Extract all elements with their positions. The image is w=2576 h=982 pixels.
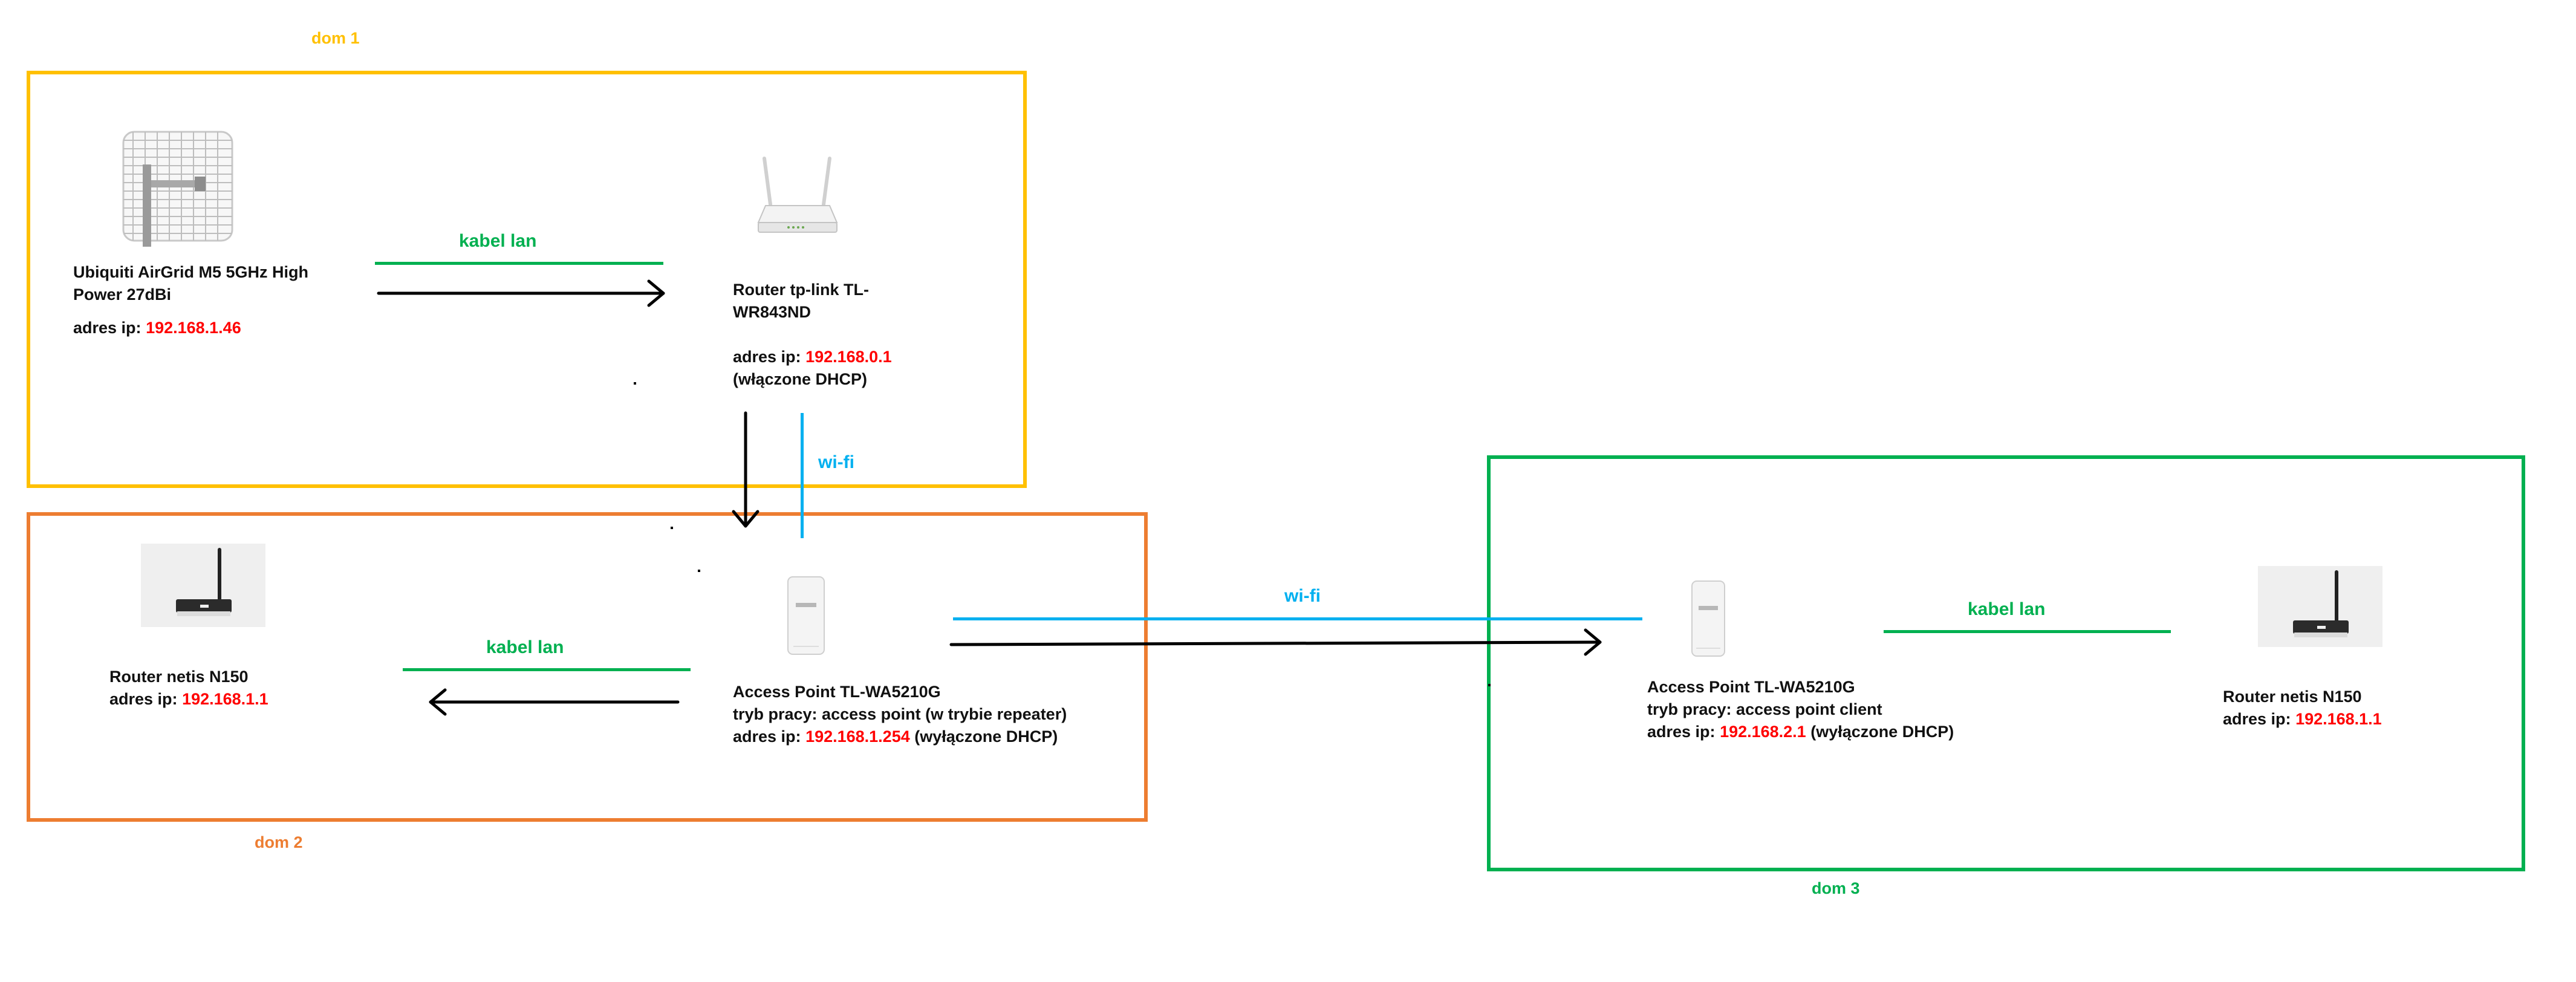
lan-cable-label-1: kabel lan — [459, 231, 537, 251]
router-icon — [141, 544, 265, 627]
access-point-icon — [787, 576, 825, 655]
netis-dom2-info: Router netis N150 adres ip: 192.168.1.1 — [109, 666, 268, 710]
arrow-router-to-ap2 — [732, 411, 759, 528]
ip-label: adres ip: — [1647, 723, 1716, 741]
device-name: Ubiquiti AirGrid M5 5GHz High — [73, 263, 308, 281]
ip-address: 192.168.1.1 — [182, 690, 268, 708]
ip-label: adres ip: — [109, 690, 178, 708]
lan-cable-line-2 — [403, 668, 691, 671]
lan-cable-label-3: kabel lan — [1968, 599, 2046, 619]
mode: tryb pracy: access point (w trybie repea… — [733, 705, 1067, 723]
ip-address: 192.168.1.1 — [2295, 710, 2382, 728]
device-name: Power 27dBi — [73, 285, 172, 304]
dhcp-status: (włączone DHCP) — [733, 370, 868, 388]
ip-row: adres ip: 192.168.1.1 — [2223, 708, 2382, 730]
device-name: WR843ND — [733, 303, 812, 321]
house-1-label: dom 1 — [311, 29, 360, 47]
ip-address: 192.168.0.1 — [805, 348, 892, 366]
stray-dot — [634, 382, 636, 385]
lan-cable-line-3 — [1884, 630, 2171, 633]
lan-cable-line-1 — [375, 262, 663, 265]
ip-label: adres ip: — [733, 727, 801, 746]
wifi-label-1: wi-fi — [818, 452, 854, 472]
dhcp-status: (wyłączone DHCP) — [914, 727, 1058, 746]
ip-row: adres ip: 192.168.1.1 — [109, 688, 268, 710]
device-name: Router netis N150 — [2223, 688, 2362, 706]
ip-row: adres ip: 192.168.2.1 (wyłączone DHCP) — [1647, 721, 1954, 743]
router-icon — [757, 157, 838, 233]
router-tplink-info: Router tp-link TL- WR843ND adres ip: 192… — [733, 279, 892, 391]
netis-dom3-info: Router netis N150 adres ip: 192.168.1.1 — [2223, 686, 2382, 730]
stray-dot — [698, 570, 700, 572]
ip-row: adres ip: 192.168.1.46 — [73, 317, 308, 339]
ap-dom2-info: Access Point TL-WA5210G tryb pracy: acce… — [733, 681, 1067, 748]
arrow-ap2-to-netis2 — [429, 688, 680, 716]
house-3-label: dom 3 — [1812, 879, 1860, 897]
grid-antenna-icon — [122, 131, 233, 247]
device-name: Access Point TL-WA5210G — [733, 683, 941, 701]
ip-address: 192.168.1.46 — [146, 319, 241, 337]
ip-label: adres ip: — [733, 348, 801, 366]
mode: tryb pracy: access point client — [1647, 700, 1882, 718]
house-2-frame — [27, 512, 1148, 822]
house-1-frame — [27, 71, 1027, 488]
lan-cable-label-2: kabel lan — [486, 637, 564, 657]
ip-label: adres ip: — [2223, 710, 2291, 728]
stray-dot — [1488, 684, 1491, 686]
ip-label: adres ip: — [73, 319, 141, 337]
wifi-line-2 — [953, 617, 1642, 620]
airgrid-info: Ubiquiti AirGrid M5 5GHz High Power 27dB… — [73, 261, 308, 339]
wifi-line-1 — [801, 413, 804, 538]
wifi-label-2: wi-fi — [1284, 586, 1321, 606]
ip-row: adres ip: 192.168.0.1 — [733, 346, 892, 368]
dhcp-status: (wyłączone DHCP) — [1810, 723, 1954, 741]
arrow-ap2-to-ap3 — [949, 628, 1602, 656]
ip-address: 192.168.1.254 — [805, 727, 910, 746]
access-point-icon — [1691, 580, 1725, 657]
stray-dot — [671, 527, 673, 529]
device-name: Router netis N150 — [109, 668, 249, 686]
ap-dom3-info: Access Point TL-WA5210G tryb pracy: acce… — [1647, 676, 1954, 743]
house-3-frame — [1487, 455, 2525, 871]
ip-address: 192.168.2.1 — [1720, 723, 1806, 741]
router-icon — [2258, 566, 2382, 647]
arrow-airgrid-to-router — [377, 279, 665, 307]
device-name: Access Point TL-WA5210G — [1647, 678, 1855, 696]
house-2-label: dom 2 — [255, 833, 303, 851]
device-name: Router tp-link TL- — [733, 281, 869, 299]
ip-row: adres ip: 192.168.1.254 (wyłączone DHCP) — [733, 726, 1067, 748]
